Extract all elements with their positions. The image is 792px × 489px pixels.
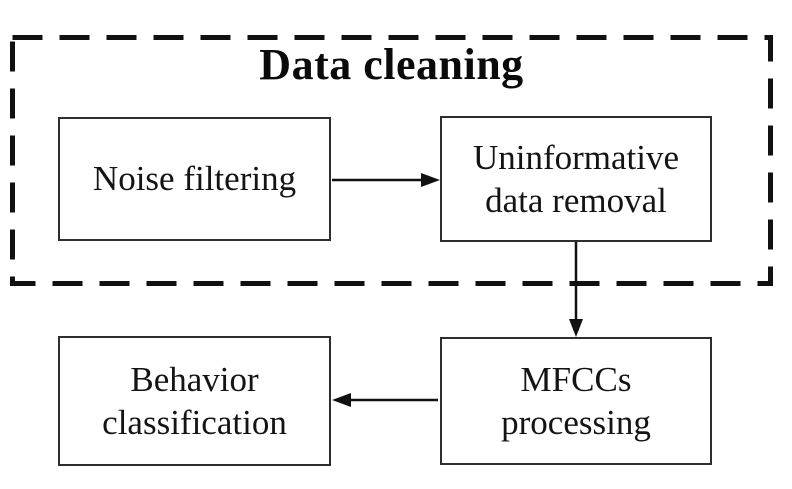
node-mfccs-label-line1: MFCCs <box>520 359 632 399</box>
node-behavior-label-line1: Behavior <box>130 359 259 399</box>
node-noise-filtering-label: Noise filtering <box>92 159 297 199</box>
node-uninformative-label-line1: Uninformative <box>472 137 680 177</box>
arrow-noise-to-uninformative <box>332 173 440 187</box>
node-mfccs-label-line2: processing <box>501 403 651 442</box>
group-title-data-cleaning: Data cleaning <box>259 40 524 89</box>
node-uninformative-label-line2: data removal <box>485 181 667 220</box>
node-noise-filtering: Noise filtering <box>58 117 331 241</box>
node-behavior-label-line2: classification <box>102 403 287 442</box>
node-mfccs-processing: MFCCs processing <box>440 337 712 465</box>
arrow-mfccs-to-behavior <box>332 393 438 407</box>
node-uninformative-data-removal: Uninformative data removal <box>440 116 712 242</box>
arrow-uninformative-to-mfccs <box>569 242 583 337</box>
node-behavior-classification: Behavior classification <box>58 336 331 466</box>
